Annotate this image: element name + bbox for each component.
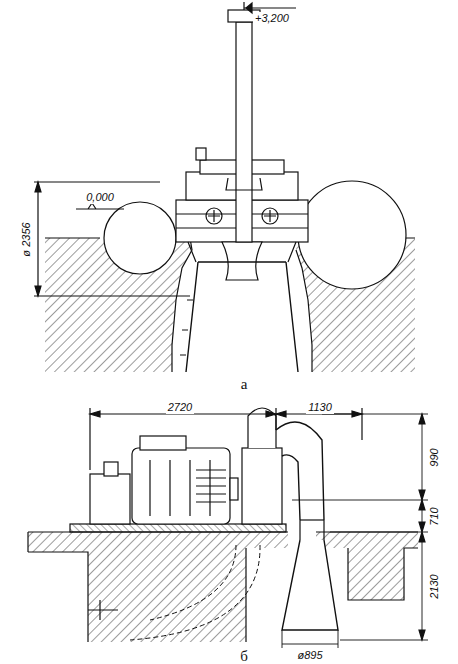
dimension-label: ø895	[295, 649, 324, 662]
elevation-mark: 0,000	[84, 191, 116, 204]
dimension-label: 710	[427, 505, 440, 527]
dimension-label: 1130	[306, 401, 334, 414]
dimension-label: ø 2356	[20, 220, 33, 258]
view-letter: б	[238, 648, 250, 664]
elevation-mark: +3,200	[253, 12, 291, 25]
view-letter: а	[239, 376, 250, 393]
dimension-label: 990	[427, 446, 440, 468]
dimension-label: 2130	[427, 572, 440, 600]
dimension-label: 2720	[166, 401, 194, 414]
